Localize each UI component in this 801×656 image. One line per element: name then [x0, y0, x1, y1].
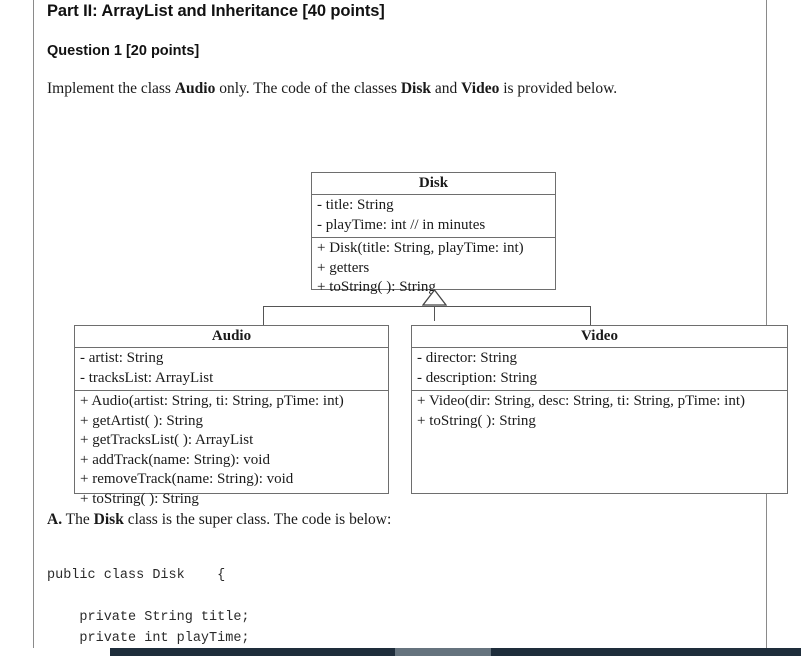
intro-class-audio: Audio	[174, 80, 216, 97]
document-sheet: Part II: ArrayList and Inheritance [40 p…	[34, 0, 788, 648]
uml-attribute: - title: String	[317, 197, 394, 213]
uml-attribute: - artist: String	[80, 350, 164, 366]
uml-operation: + removeTrack(name: String): void	[80, 471, 294, 487]
uml-operation: + getters	[317, 259, 370, 276]
intro-class-video: Video	[461, 80, 500, 97]
connector-stub	[434, 306, 435, 321]
intro-mid: only. The code of the classes	[215, 80, 401, 97]
uml-operation: + getTracksList( ): ArrayList	[80, 432, 254, 448]
scrollbar-thumb[interactable]	[395, 648, 491, 656]
uml-operation: + getArtist( ): String	[80, 412, 204, 429]
intro-suffix: is provided below.	[499, 80, 618, 97]
uml-operation: + addTrack(name: String): void	[80, 451, 270, 468]
part-a-suffix: class is the super class. The code is be…	[123, 511, 392, 528]
intro-mid-2: and	[431, 80, 462, 97]
intro-paragraph: Implement the class Audio only. The code…	[47, 80, 617, 98]
part-a-paragraph: A. The Disk class is the super class. Th…	[47, 511, 391, 529]
uml-operations-audio: + Audio(artist: String, ti: String, pTim…	[75, 391, 388, 511]
connector-to-video	[590, 306, 591, 326]
uml-class-name-video: Video	[412, 326, 787, 348]
uml-attributes-audio: - artist: String - tracksList: ArrayList	[75, 348, 388, 391]
uml-operation: + Video(dir: String, desc: String, ti: S…	[417, 393, 745, 409]
page-rule-right	[766, 0, 767, 648]
uml-class-audio: Audio - artist: String - tracksList: Arr…	[74, 325, 389, 507]
uml-operation: + Disk(title: String, playTime: int)	[317, 240, 524, 256]
page-title: Part II: ArrayList and Inheritance [40 p…	[47, 2, 385, 20]
inheritance-triangle-icon	[422, 289, 447, 306]
uml-class-name-audio: Audio	[75, 326, 388, 348]
uml-operation: + toString( ): String	[80, 490, 199, 507]
uml-operation: + toString( ): String	[317, 279, 436, 295]
uml-class-video: Video - director: String - description: …	[411, 325, 788, 494]
horizontal-scrollbar[interactable]	[110, 648, 801, 656]
uml-attributes-video: - director: String - description: String	[412, 348, 787, 391]
question-heading: Question 1 [20 points]	[47, 43, 200, 59]
uml-attribute: - description: String	[417, 369, 537, 386]
uml-operation: + toString( ): String	[417, 412, 536, 429]
scrollbar-gutter	[0, 648, 110, 656]
uml-attribute: - tracksList: ArrayList	[80, 369, 214, 386]
connector-to-audio	[263, 306, 264, 326]
uml-attribute: - playTime: int // in minutes	[317, 216, 486, 233]
uml-operations-disk: + Disk(title: String, playTime: int) + g…	[312, 238, 555, 300]
part-a-prefix: The	[62, 511, 94, 528]
page-rule-left	[33, 0, 34, 648]
uml-operations-video: + Video(dir: String, desc: String, ti: S…	[412, 391, 787, 433]
connector-horizontal	[263, 306, 591, 307]
uml-attributes-disk: - title: String - playTime: int // in mi…	[312, 195, 555, 238]
intro-prefix: Implement the class	[47, 80, 175, 97]
intro-class-disk: Disk	[400, 80, 432, 97]
uml-class-disk: Disk - title: String - playTime: int // …	[311, 172, 556, 295]
uml-class-name-disk: Disk	[312, 173, 555, 195]
uml-attribute: - director: String	[417, 350, 517, 366]
uml-operation: + Audio(artist: String, ti: String, pTim…	[80, 393, 344, 409]
part-a-label: A.	[47, 511, 63, 528]
code-block-disk: public class Disk { private String title…	[47, 568, 250, 646]
part-a-class-disk: Disk	[93, 511, 124, 528]
